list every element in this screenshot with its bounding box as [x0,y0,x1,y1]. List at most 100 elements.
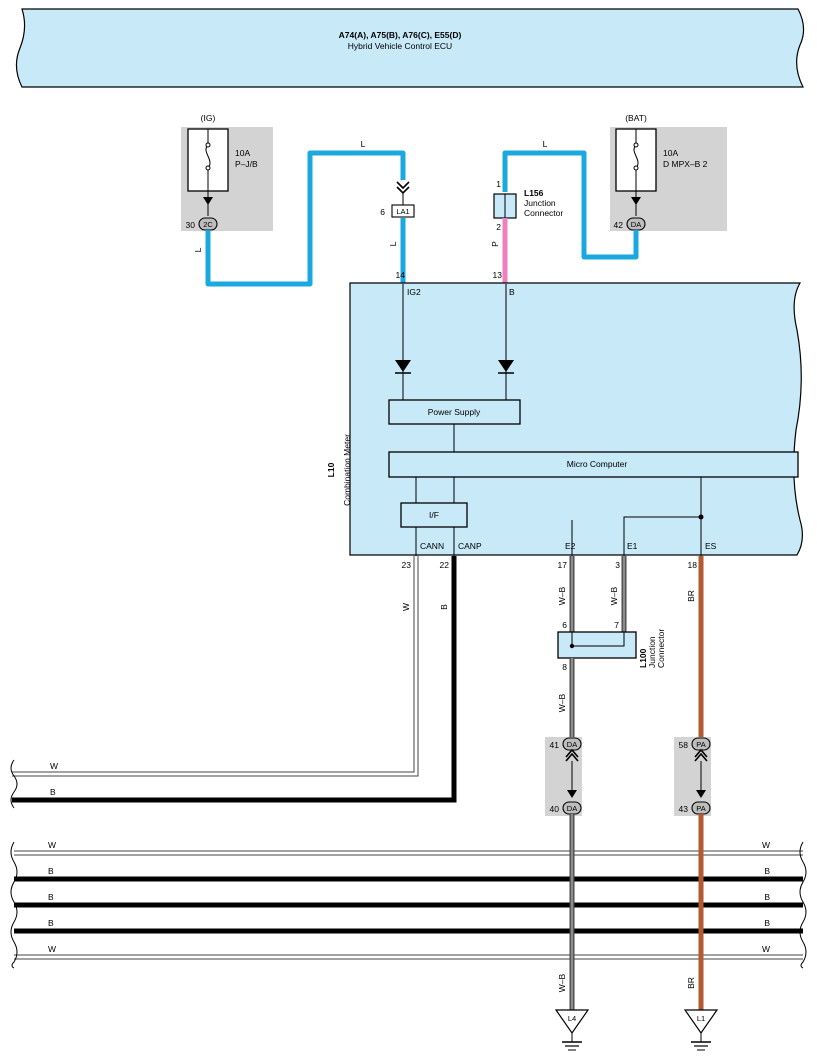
wire-l-ig [205,150,406,287]
bus-label-b4-right: B [764,918,770,928]
label-e2: E2 [565,541,576,551]
pin-ig2-14: 14 [396,270,406,280]
label-es: ES [705,541,717,551]
bus-label-b3: B [48,918,54,928]
pin-l100-8: 8 [562,662,567,672]
pin-da-41: 41 [550,740,560,750]
pin-l156-1: 1 [496,179,501,189]
connector-chevron-icon [565,748,579,762]
bus-label-w1-right: W [762,840,770,850]
pin-e1-3: 3 [615,560,620,570]
wire-label-w-cann: W [401,603,411,611]
bus-label-b1: B [48,866,54,876]
connector-da-bottom: DA [567,804,577,813]
wire-label-w-left: W [50,761,58,771]
l100-code: L100 [638,648,648,668]
pin-42: 42 [614,220,624,230]
wire-b-canp [12,556,457,803]
connector-chevron-icon [396,181,410,195]
meter-code: L10 [326,462,336,477]
wire-label-b-canp: B [439,604,449,610]
wire-label-wb-l4: W–B [557,973,567,992]
wire-label-wb-e1: W–B [609,586,619,605]
if-label: I/F [429,510,439,520]
bus-label-w1: W [48,840,56,850]
ground-l1-label: L1 [697,1014,705,1023]
pin-e2-17: 17 [558,560,568,570]
pin-pa-43: 43 [679,804,689,814]
connector-2c: 2C [203,220,213,229]
ground-l4: L4 [554,1009,590,1051]
connector-pa-bottom: PA [696,804,705,813]
pin-b-13: 13 [493,270,503,280]
wire-label-br-l1: BR [686,977,696,989]
connector-la1: LA1 [396,207,409,216]
ground-l4-label: L4 [568,1014,576,1023]
connector-da-bat: DA [631,220,641,229]
pin-pa-58: 58 [679,740,689,750]
ig-fuse-block: (IG) 10A P–J/B 2C 30 [181,113,273,231]
ground-l1: L1 [683,1009,719,1051]
l156-line1: Junction [524,198,556,208]
micro-computer-block [388,451,799,478]
label-e1: E1 [627,541,638,551]
diode-icon [395,360,411,372]
if-block [400,502,468,528]
da-connector-pair: DA 41 DA 40 [545,737,582,816]
bat-fuse-rating: 10A [663,148,678,158]
wire-label-l-la1: L [388,241,398,246]
la1-connector: LA1 6 [380,181,415,218]
wire-label-l-top: L [361,139,366,149]
ig-fuse-name: P–J/B [235,159,258,169]
l100-junction-connector: 6 7 8 L100 Junction Connector [557,620,666,672]
pin-30: 30 [186,220,196,230]
bus-label-b1-right: B [764,866,770,876]
bus-label-b2-right: B [764,892,770,902]
pin-canp-22: 22 [440,560,450,570]
meter-name: Combination Meter [342,434,352,506]
ig-fuse-rating: 10A [235,148,250,158]
wire-label-wb-l100: W–B [557,693,567,712]
pin-la1-6: 6 [380,207,385,217]
wire-label-b-left: B [50,787,56,797]
bus-label-w3-right: W [762,944,770,954]
pa-connector-pair: PA 58 PA 43 [674,737,711,816]
wire-label-wb-e2: W–B [557,586,567,605]
wire-label-l-ig: L [193,247,203,252]
pin-l100-6: 6 [562,620,567,630]
label-cann: CANN [420,541,444,551]
ecu-code: A74(A), A75(B), A76(C), E55(D) [339,30,462,40]
bat-fuse-block: (BAT) 10A D MPX–B 2 DA 42 [610,113,727,231]
ecu-banner: A74(A), A75(B), A76(C), E55(D) Hybrid Ve… [15,8,805,88]
combination-meter: 14 13 IG2 B L10 Combination Meter Power … [326,270,803,556]
l156-line2: Connector [524,208,563,218]
pin-l100-7: 7 [614,620,619,630]
label-b: B [509,287,515,297]
bus-lines: W B B B W W B B B W [10,759,807,969]
l100-line2: Connector [656,629,666,668]
pin-l156-2: 2 [496,222,501,232]
power-supply-label: Power Supply [428,407,481,417]
label-canp: CANP [458,541,482,551]
pin-es-18: 18 [688,560,698,570]
pin-cann-23: 23 [402,560,412,570]
ig-source-label: (IG) [201,113,216,123]
wire-label-p: P [490,241,500,247]
l156-code: L156 [524,188,544,198]
wire-l-bat [502,150,639,260]
micro-computer-label: Micro Computer [567,459,628,469]
bat-fuse-name: D MPX–B 2 [663,159,708,169]
label-ig2: IG2 [407,287,421,297]
wire-w-cann [12,556,419,777]
diode-icon [498,360,514,372]
wire-label-l-top-right: L [543,139,548,149]
bus-label-b2: B [48,892,54,902]
wire-label-br-es: BR [686,590,696,602]
l100-line1: Junction [647,636,657,668]
connector-da-top: DA [567,740,577,749]
bat-source-label: (BAT) [625,113,647,123]
ecu-name: Hybrid Vehicle Control ECU [348,41,452,51]
connector-pa-top: PA [696,740,705,749]
bus-label-w2: W [48,944,56,954]
